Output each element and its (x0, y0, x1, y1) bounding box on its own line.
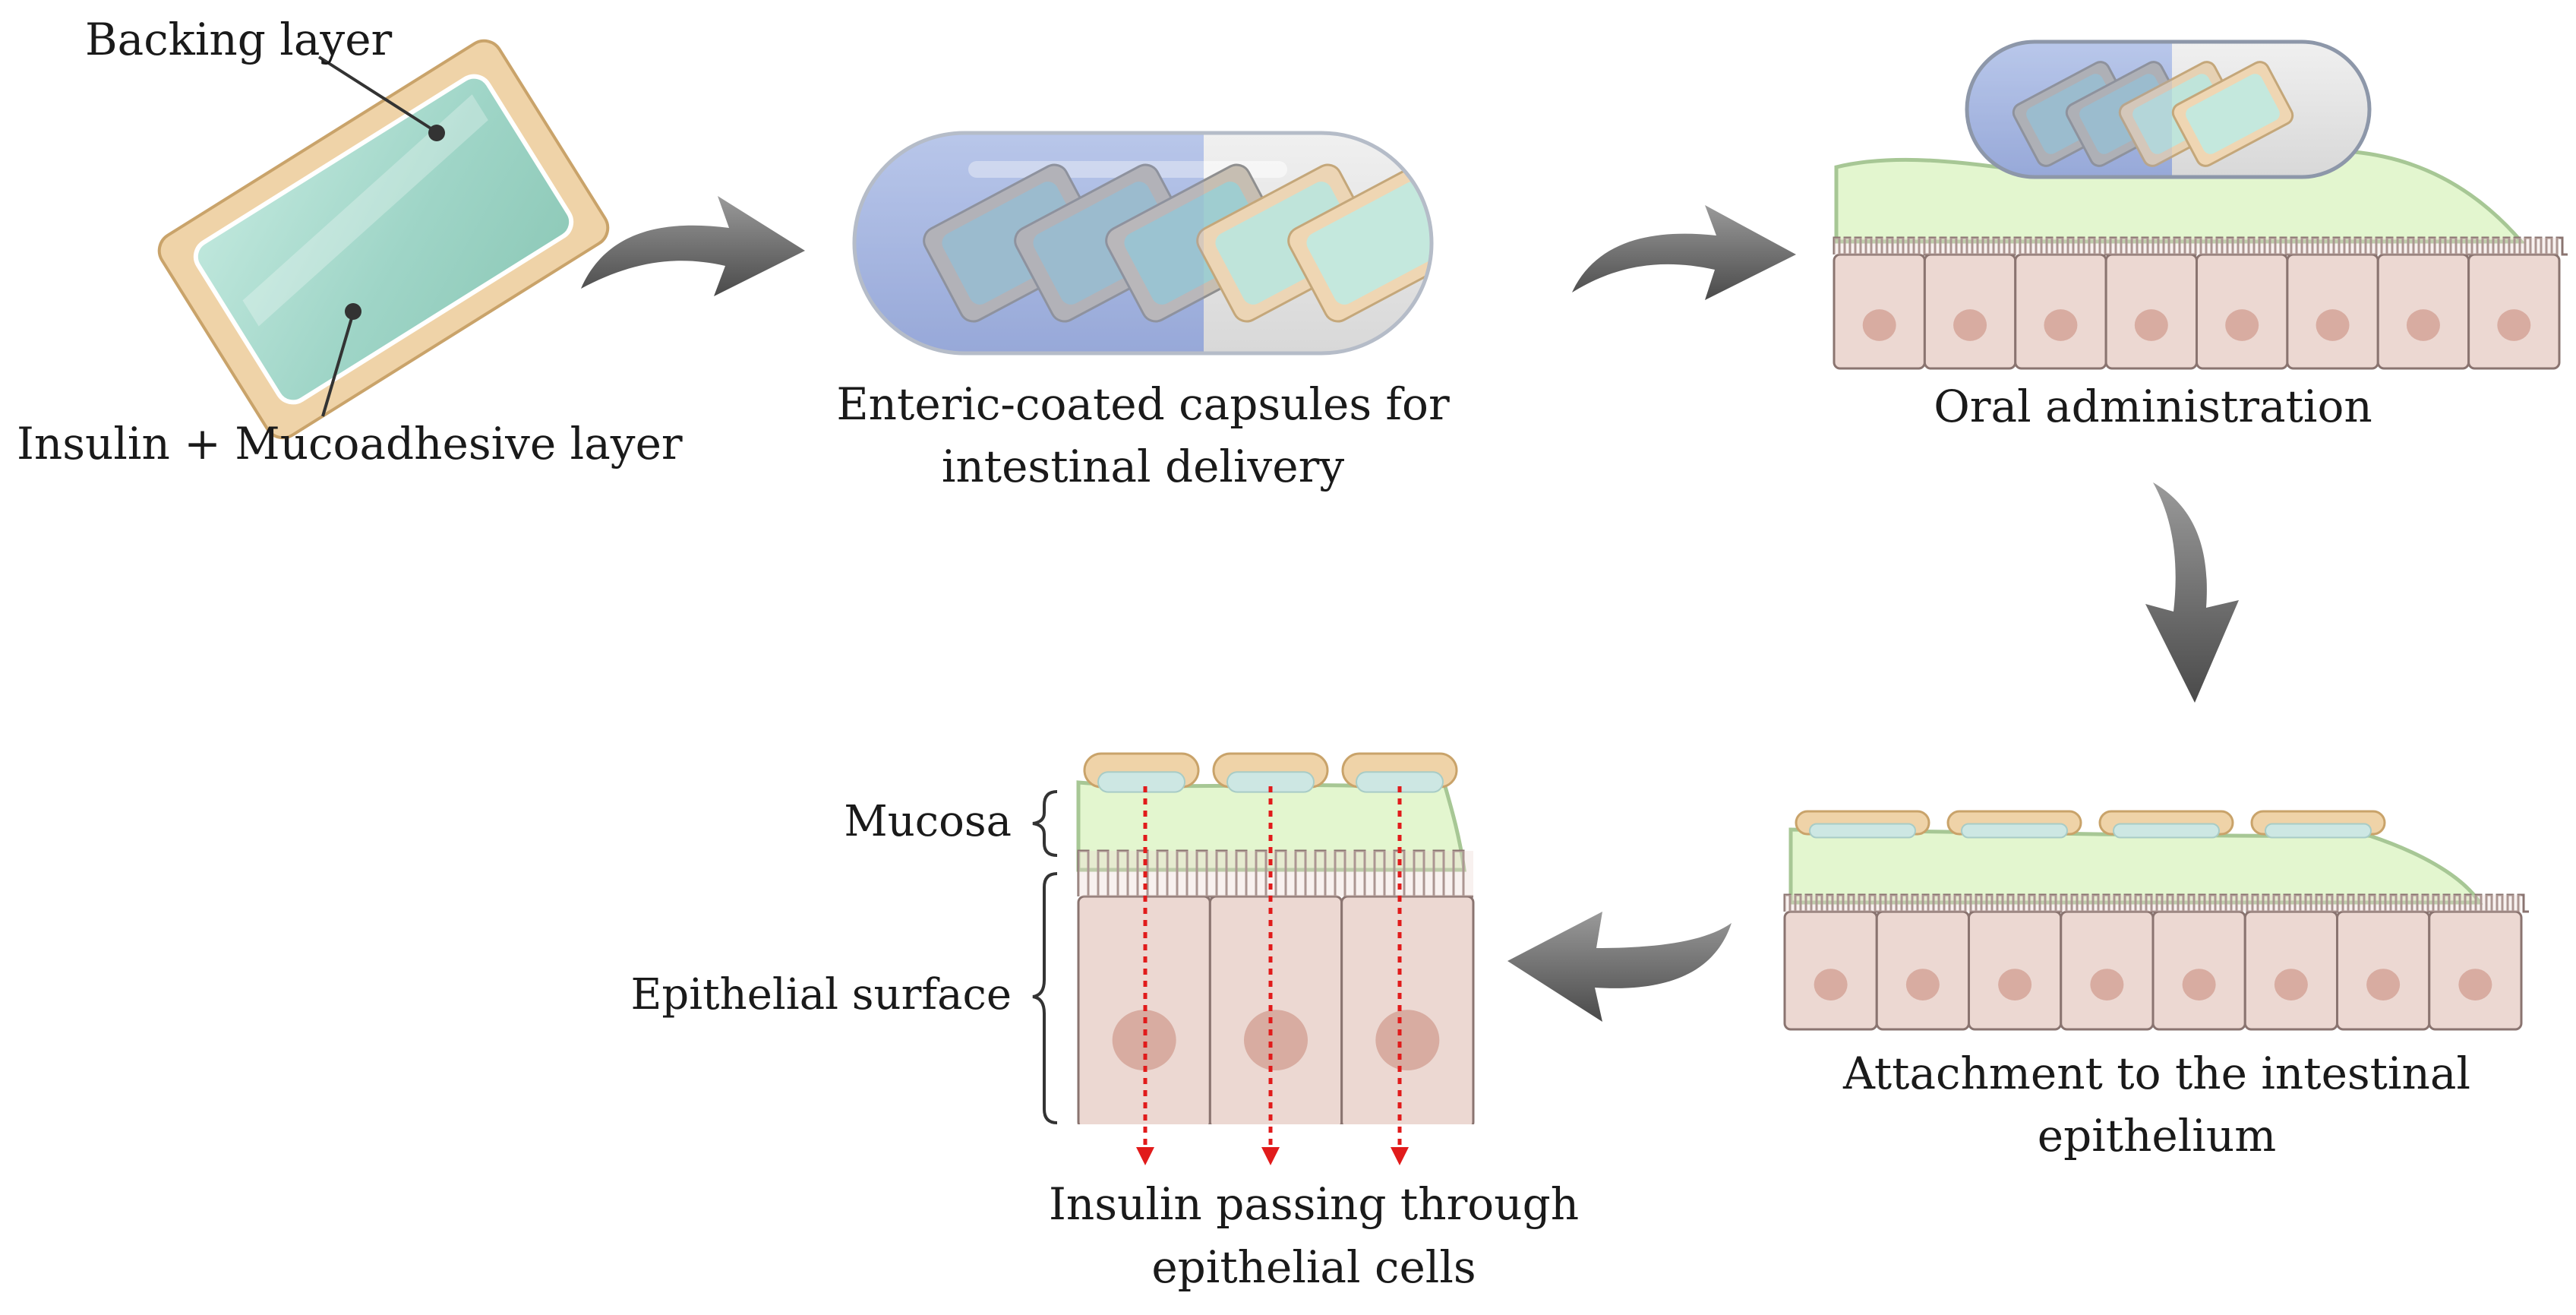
small-capsule (1965, 40, 2372, 179)
cell-nucleus (1814, 969, 1848, 1000)
curved-arrow-icon (581, 196, 805, 296)
dotted-arrow-icon (1261, 1147, 1280, 1165)
cell-nucleus (2497, 309, 2531, 341)
patch-insulin-layer (1097, 771, 1185, 793)
backing-pointer-dot (428, 125, 445, 141)
curved-arrow-icon (2145, 482, 2239, 703)
cell-nucleus (2225, 309, 2259, 341)
cell-nucleus (2134, 309, 2168, 341)
mucoadhesive-patch: Backing layer Insulin + Mucoadhesive lay… (17, 14, 683, 469)
brush-border (1785, 895, 2521, 912)
capsule-label-line1: Enteric-coated capsules for (836, 378, 1450, 430)
cell-nucleus (2090, 969, 2124, 1000)
cell-nucleus (2366, 969, 2401, 1000)
microvilli (1833, 236, 2568, 256)
microvilli (1077, 849, 1473, 898)
attachment-label-line2: epithelium (2038, 1110, 2276, 1162)
dotted-arrow-icon (1391, 1147, 1409, 1165)
microvilli (1783, 893, 2529, 913)
backing-layer-label: Backing layer (85, 14, 393, 65)
epithelium-cells (1783, 893, 2529, 1031)
cell-nucleus (1953, 309, 1987, 341)
patch-insulin-layer (1809, 823, 1916, 839)
patch-insulin-layer (2113, 823, 2220, 839)
cell-nucleus (2316, 309, 2350, 341)
curved-arrow-icon (1507, 912, 1732, 1022)
cell-nucleus (2406, 309, 2440, 341)
cell-nucleus (2044, 309, 2078, 341)
insulin-layer-label: Insulin + Mucoadhesive layer (17, 418, 683, 469)
insulin-passing-scene: Mucosa Epithelial surface Insulin passin… (631, 752, 1579, 1293)
cell-nucleus (1112, 1010, 1176, 1070)
passing-label-line1: Insulin passing through (1049, 1178, 1579, 1230)
cell-nucleus (2182, 969, 2216, 1000)
oral-label: Oral administration (1934, 381, 2372, 432)
curved-arrow-icon (1572, 205, 1796, 300)
insulin-layer-shape (193, 74, 574, 405)
capsule-label-line2: intestinal delivery (942, 441, 1344, 492)
brush-border (1834, 238, 2559, 254)
oral-administration-scene: Oral administration (1833, 40, 2568, 432)
attachment-scene: Attachment to the intestinal epithelium (1783, 810, 2529, 1162)
epithelial-surface-cells (1077, 849, 1475, 1124)
patch-insulin-layer (2265, 823, 2372, 839)
cell-nucleus (1375, 1010, 1440, 1070)
patch-insulin-layer (1961, 823, 2068, 839)
cell-nucleus (2458, 969, 2492, 1000)
dotted-arrow-icon (1136, 1147, 1154, 1165)
cell-nucleus (1862, 309, 1896, 341)
insulin-pointer-dot (345, 303, 361, 320)
mucosa-brace (1032, 790, 1058, 857)
brush-border (1078, 851, 1473, 896)
mucus-layer (1788, 827, 2483, 905)
epithelial-surface-label: Epithelial surface (631, 970, 1012, 1019)
enteric-capsule: Enteric-coated capsules for intestinal d… (836, 131, 1450, 492)
cell-nucleus (1244, 1010, 1308, 1070)
epithelium-cells (1833, 236, 2568, 370)
cell-nucleus (1998, 969, 2032, 1000)
epithelial-brace (1032, 872, 1058, 1124)
attachment-label-line1: Attachment to the intestinal (1842, 1048, 2470, 1099)
passing-label-line2: epithelial cells (1151, 1241, 1476, 1293)
mucosa-label: Mucosa (844, 797, 1012, 846)
cell-nucleus (2274, 969, 2308, 1000)
cell-nucleus (1905, 969, 1940, 1000)
